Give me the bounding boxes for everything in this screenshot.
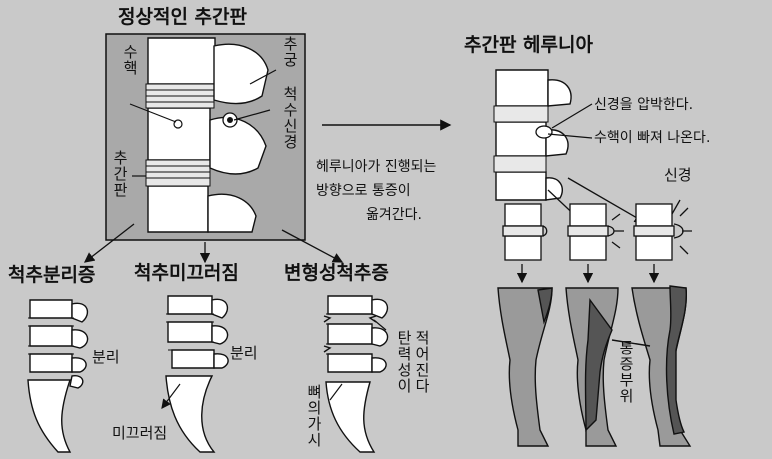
bone-spur-label: 뼈의가시: [306, 384, 321, 456]
less-label: 적어진다: [414, 330, 429, 394]
slip-label: 미끄러짐: [112, 426, 167, 441]
stage-3: [634, 204, 692, 260]
hernia-spine: [494, 70, 592, 200]
leg-1: [498, 288, 552, 446]
leg-3: [632, 286, 690, 446]
spinal-nerve-label: 척수신경: [282, 86, 297, 150]
vertebral-body-icon: [148, 38, 215, 232]
nerve-label: 신경: [664, 168, 692, 183]
leg-2: [566, 288, 618, 446]
compress-nerve-label: 신경을 압박한다.: [594, 98, 693, 112]
spondylosis-title: 변형성척추증: [284, 264, 389, 283]
spondylolisthesis-spine: [162, 296, 228, 452]
nucleus-label: 수핵: [122, 44, 137, 76]
pain-moves-line-3: 옮겨간다.: [366, 208, 422, 222]
pain-moves-line-1: 헤루니아가 진행되는: [316, 160, 436, 174]
spondylolisthesis-title: 척추미끄러짐: [134, 264, 239, 283]
spondylolysis-spine: [28, 300, 88, 452]
legs: [498, 286, 690, 446]
vertebral-arch-label: 추궁: [282, 36, 297, 68]
disc-label: 추간판: [112, 150, 127, 198]
stage-1: [503, 204, 547, 260]
spondylosis-spine: [324, 296, 388, 452]
elastic-label: 탄력성이: [396, 330, 411, 394]
nucleus-out-label: 수핵이 빠져 나온다.: [594, 131, 710, 145]
herniated-nucleus-icon: [536, 126, 552, 138]
pain-moves-line-2: 방향으로 통증이: [316, 184, 411, 198]
spondylolisthesis-label: 분리: [230, 346, 258, 361]
normal-disc-title: 정상적인 추간판: [118, 8, 247, 27]
spondylolysis-title: 척추분리증: [8, 266, 95, 285]
stage-2: [568, 204, 624, 260]
hernia-stages: [503, 200, 692, 260]
spondylolysis-label: 분리: [92, 350, 120, 365]
hernia-title: 추간판 헤루니아: [464, 36, 593, 55]
pain-area-label: 통증부위: [618, 340, 633, 404]
